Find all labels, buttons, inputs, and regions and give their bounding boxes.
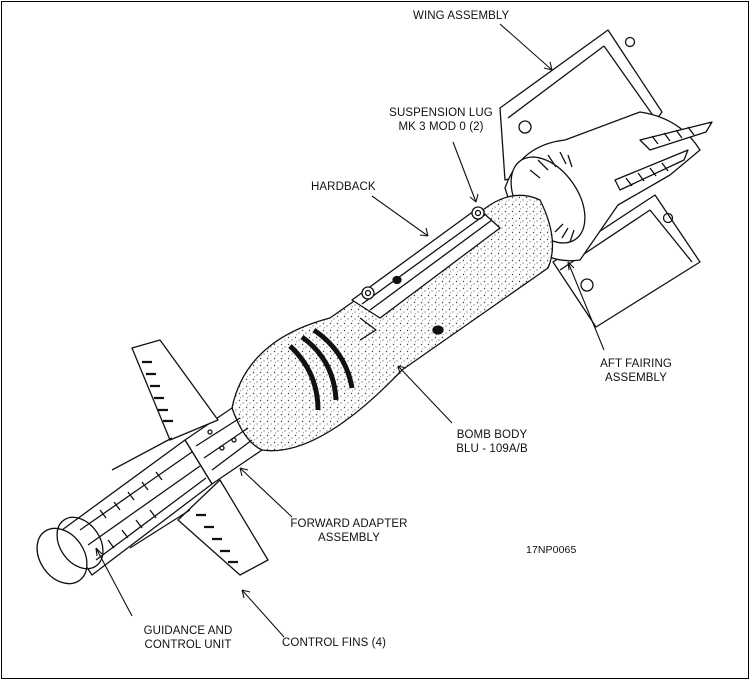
label-hardback: HARDBACK [311, 181, 376, 193]
label-aft-fairing-line1: AFT FAIRING [600, 358, 672, 370]
label-guidance-line2: CONTROL UNIT [144, 639, 232, 651]
label-bomb-body-line1: BOMB BODY [456, 429, 528, 441]
label-bomb-body: BOMB BODY BLU - 109A/B [446, 428, 538, 456]
leader-lines [95, 23, 605, 638]
bomb-body [231, 194, 554, 452]
hardback [351, 206, 501, 341]
label-control-fins: CONTROL FINS (4) [282, 637, 387, 649]
label-suspension-lug-line1: SUSPENSION LUG [389, 107, 493, 119]
wing-assembly [499, 29, 701, 328]
label-suspension-lug: SUSPENSION LUG MK 3 MOD 0 (2) [386, 106, 496, 134]
label-aft-fairing-line2: ASSEMBLY [605, 372, 667, 384]
label-guidance-control-unit: GUIDANCE AND CONTROL UNIT [130, 624, 246, 652]
label-guidance-line1: GUIDANCE AND [143, 625, 233, 637]
label-bomb-body-line2: BLU - 109A/B [456, 443, 528, 455]
figure-id: 17NP0065 [526, 544, 577, 556]
label-suspension-lug-line2: MK 3 MOD 0 (2) [398, 121, 484, 133]
label-forward-adapter-line2: ASSEMBLY [318, 532, 380, 544]
forward-adapter-assembly [184, 407, 263, 485]
label-forward-adapter: FORWARD ADAPTER ASSEMBLY [289, 517, 409, 545]
label-forward-adapter-line1: FORWARD ADAPTER [290, 518, 408, 530]
control-fins [111, 339, 269, 576]
label-wing-assembly: WING ASSEMBLY [413, 10, 510, 22]
guidance-control-unit [36, 439, 213, 585]
label-aft-fairing: AFT FAIRING ASSEMBLY [588, 357, 684, 385]
